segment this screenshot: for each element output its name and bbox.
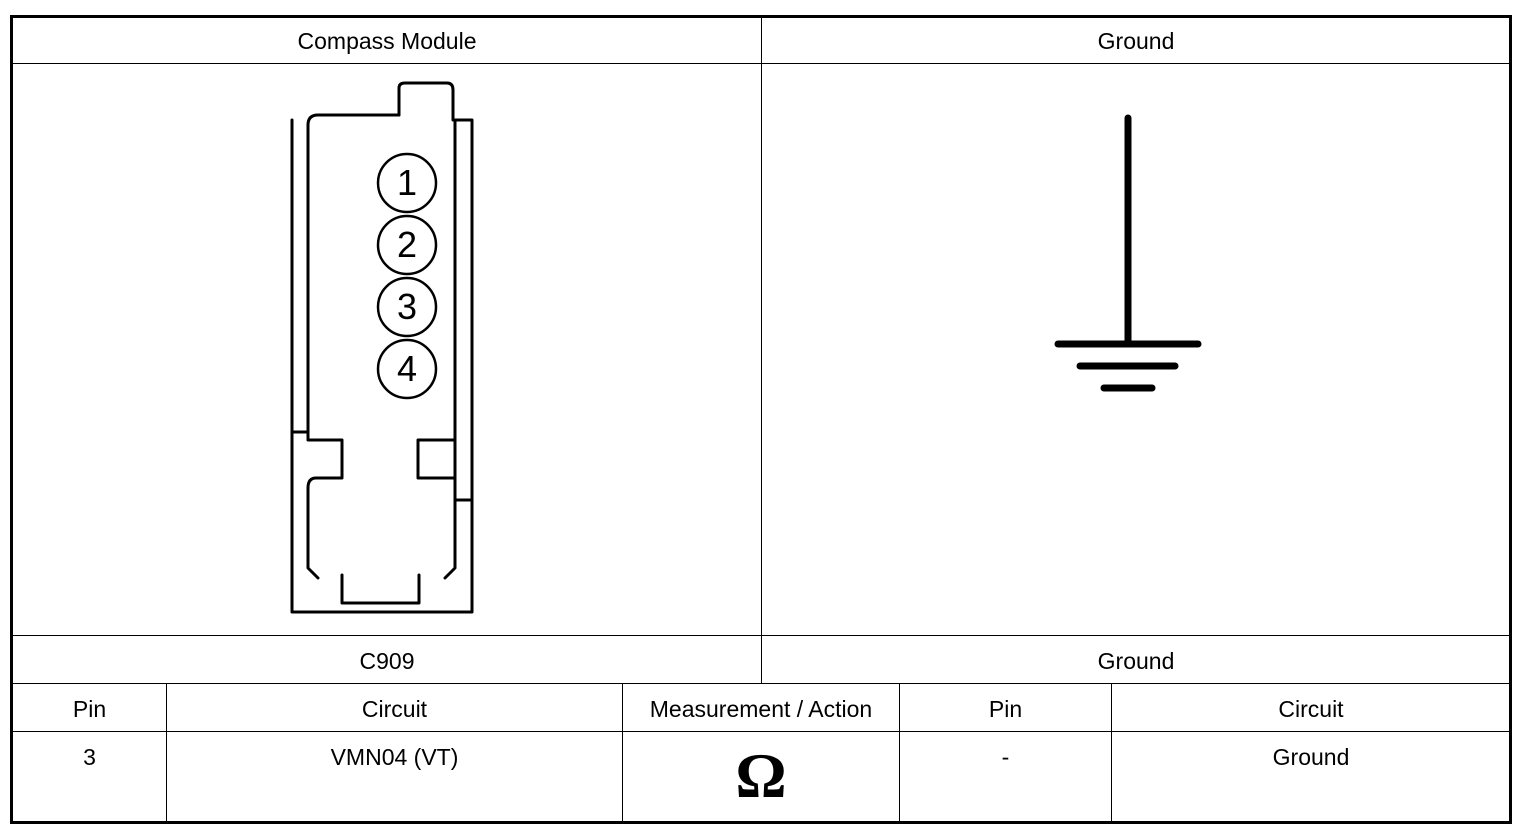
- connector-id-label: C909: [359, 648, 415, 674]
- row-divider: [12, 731, 1510, 732]
- header-measurement-action: Measurement / Action: [649, 696, 873, 722]
- header-to-circuit: Circuit: [1278, 696, 1344, 722]
- row-to-circuit: Ground: [1272, 744, 1350, 770]
- column-divider: [1111, 684, 1112, 822]
- column-divider: [622, 684, 623, 822]
- row-circuit: VMN04 (VT): [330, 744, 459, 770]
- pin-number-4: 4: [396, 348, 418, 389]
- column-divider: [761, 17, 762, 684]
- header-to-pin: Pin: [988, 696, 1023, 722]
- header-pin: Pin: [72, 696, 107, 722]
- ground-label: Ground: [1097, 648, 1175, 674]
- header-circuit: Circuit: [361, 696, 428, 722]
- pin-number-2: 2: [396, 224, 418, 265]
- ground-title: Ground: [1097, 28, 1175, 54]
- ohm-icon: Ω: [735, 740, 787, 811]
- column-divider: [166, 684, 167, 822]
- pinout-table: [10, 15, 1512, 824]
- row-pin: 3: [83, 744, 96, 770]
- component-title: Compass Module: [297, 28, 477, 54]
- pin-number-3: 3: [396, 286, 418, 327]
- row-to-pin: -: [1001, 744, 1010, 770]
- pin-number-1: 1: [396, 162, 418, 203]
- column-divider: [899, 684, 900, 822]
